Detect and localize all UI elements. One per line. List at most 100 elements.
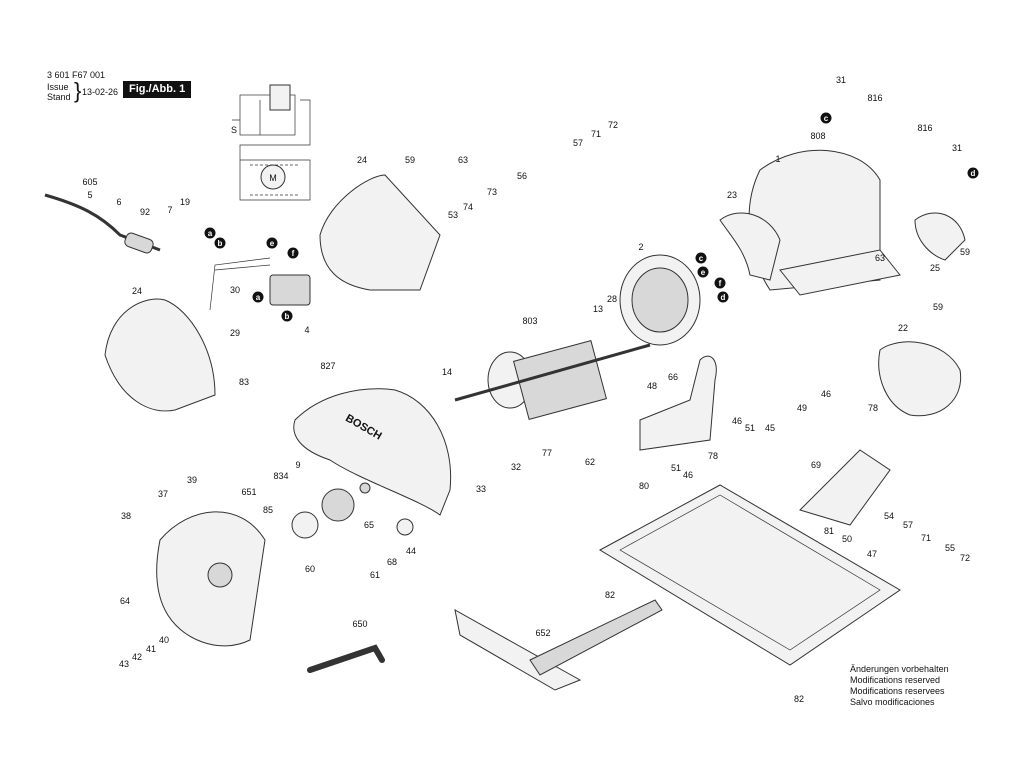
connector-marker: c (695, 252, 707, 264)
part-number-label: 82 (794, 694, 804, 704)
part-number-label: 32 (511, 462, 521, 472)
connector-marker: f (287, 247, 299, 259)
spindle-assembly (291, 482, 414, 539)
base-plate (598, 484, 901, 666)
part-number-label: 13 (593, 304, 603, 314)
notice-line: Änderungen vorbehalten (850, 664, 949, 674)
issue-brace: } (74, 78, 82, 103)
part-number-label: 59 (960, 247, 970, 257)
part-number-label: 64 (120, 596, 130, 606)
part-number-label: 40 (159, 635, 169, 645)
part-number-label: 59 (933, 302, 943, 312)
part-number-label: 65 (364, 520, 374, 530)
svg-text:c: c (824, 114, 829, 123)
part-number-label: 41 (146, 644, 156, 654)
brush-cap (914, 212, 966, 261)
part-number-label: 652 (535, 628, 550, 638)
part-number-label: 71 (591, 129, 601, 139)
wiring-schematic: M S (231, 84, 311, 201)
part-number-label: 83 (239, 377, 249, 387)
connector-marker: d (717, 291, 729, 303)
part-number-label: 808 (810, 131, 825, 141)
part-number-label: 29 (230, 328, 240, 338)
part-number-label: 81 (824, 526, 834, 536)
motor-symbol-label: M (269, 173, 277, 183)
svg-text:d: d (971, 169, 976, 178)
part-number-label: 37 (158, 489, 168, 499)
part-number-label: 80 (639, 481, 649, 491)
part-number-label: 803 (522, 316, 537, 326)
svg-text:f: f (719, 279, 722, 288)
connector-marker: a (252, 291, 264, 303)
part-number-label: 33 (476, 484, 486, 494)
part-number-label: 68 (387, 557, 397, 567)
svg-text:e: e (270, 239, 275, 248)
part-number-label: 54 (884, 511, 894, 521)
part-number-label: 51 (671, 463, 681, 473)
part-number-label: 650 (352, 619, 367, 629)
part-number-label: 827 (320, 361, 335, 371)
connector-marker: b (214, 237, 226, 249)
part-number-label: 2 (638, 242, 643, 252)
part-number-label: 25 (930, 263, 940, 273)
stator (619, 254, 701, 346)
part-number-label: 72 (960, 553, 970, 563)
part-number-label: 63 (458, 155, 468, 165)
part-number-label: 7 (167, 205, 172, 215)
part-number-label: 53 (448, 210, 458, 220)
part-number-label: 66 (668, 372, 678, 382)
part-number-label: 816 (867, 93, 882, 103)
part-number-label: 57 (903, 520, 913, 530)
svg-text:d: d (721, 293, 726, 302)
issue-label: Issue (47, 82, 69, 92)
lower-guard (156, 511, 266, 647)
part-number-label: 46 (683, 470, 693, 480)
part-number-label: 72 (608, 120, 618, 130)
part-number-label: 9 (295, 460, 300, 470)
part-number-label: 19 (180, 197, 190, 207)
part-number-label: 51 (745, 423, 755, 433)
part-number-label: 44 (406, 546, 416, 556)
connector-marker: a (204, 227, 216, 239)
parallel-guide (454, 599, 663, 691)
part-number-label: 59 (405, 155, 415, 165)
issue-date: 13-02-26 (82, 87, 119, 97)
part-number-label: 74 (463, 202, 473, 212)
part-number-label: 63 (875, 253, 885, 263)
svg-text:a: a (256, 293, 261, 302)
part-number-label: 1 (775, 154, 780, 164)
part-number-label: 60 (305, 564, 315, 574)
depth-bracket (799, 449, 891, 526)
end-cover (878, 341, 962, 417)
part-number-label: 62 (585, 457, 595, 467)
notice-line: Modifications reservees (850, 686, 945, 696)
svg-text:f: f (292, 249, 295, 258)
part-number-label: 23 (727, 190, 737, 200)
part-number-label: 77 (542, 448, 552, 458)
svg-text:a: a (208, 229, 213, 238)
part-number-label: 6 (116, 197, 121, 207)
part-number-label: 49 (797, 403, 807, 413)
part-number-label: 55 (945, 543, 955, 553)
svg-text:b: b (285, 312, 290, 321)
part-number-label: 78 (708, 451, 718, 461)
part-number-label: 651 (241, 487, 256, 497)
connector-marker: c (820, 112, 832, 124)
switch (269, 274, 311, 306)
svg-text:b: b (218, 239, 223, 248)
part-number-label: 43 (119, 659, 129, 669)
part-number-label: 73 (487, 187, 497, 197)
connector-marker: f (714, 277, 726, 289)
svg-text:e: e (701, 268, 706, 277)
part-number-label: 816 (917, 123, 932, 133)
figure-badge: Fig./Abb. 1 (123, 81, 192, 98)
hex-key (307, 644, 385, 673)
part-number-label: 4 (304, 325, 309, 335)
notice-line: Salvo modificaciones (850, 697, 935, 707)
part-number-label: 834 (273, 471, 288, 481)
wire-loop (209, 257, 271, 311)
document-number: 3 601 F67 001 (47, 70, 106, 80)
part-number-label: 47 (867, 549, 877, 559)
